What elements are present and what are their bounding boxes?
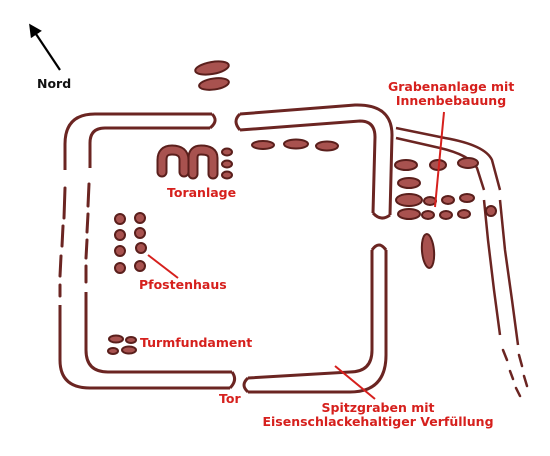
pointed-ditch-label-line1: Spitzgraben mit [321,400,435,415]
outer-ditch-southeast [242,243,388,394]
leader-lines [147,111,445,400]
east-trench-dashes [501,348,529,398]
north-arrow-icon [29,23,61,71]
tower-foundation-label: Turmfundament [140,335,253,350]
gate-complex-label: Toranlage [167,185,237,200]
ditch-with-interior-label-line1: Grabenanlage mit [388,79,515,94]
post-house-label: Pfostenhaus [139,277,227,292]
ditch-with-interior-label-line2: Innenbebauung [395,93,507,109]
ditch-with-interior-label: Grabenanlage mit Innenbebauung [388,79,515,109]
pits [107,60,497,355]
north-label: Nord [37,76,72,91]
pointed-ditch-label-line2: Eisenschlackehaltiger Verfüllung [262,414,494,430]
gate-complex-structures [156,144,219,180]
east-trench [395,126,520,346]
outer-ditch-northwest [63,112,217,170]
outer-ditch-west-dashes [58,182,91,298]
gate-label: Tor [219,391,241,406]
outer-ditch-southwest [58,292,237,390]
outer-ditch-northeast [234,103,394,220]
pointed-ditch-label: Spitzgraben mit Eisenschlackehaltiger Ve… [258,400,498,430]
